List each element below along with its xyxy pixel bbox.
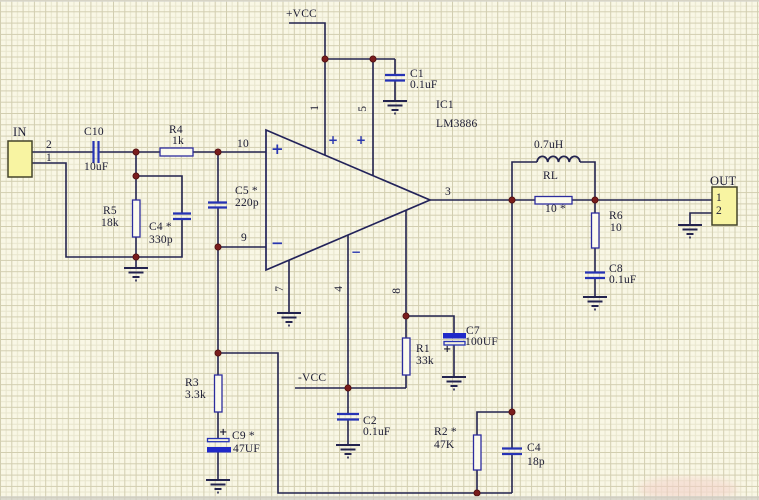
pin-label-10: 10 <box>237 138 249 150</box>
capacitor-c5 <box>208 201 227 209</box>
electrolytic-c7 <box>443 333 466 346</box>
negative-rail-label: -VCC <box>298 372 327 384</box>
resistor-r5 <box>131 199 141 238</box>
pin-label-9: 9 <box>241 232 247 244</box>
capacitor-c4-feedback <box>502 447 522 456</box>
component-ref-c5: C5 * <box>235 185 258 197</box>
resistor-r1 <box>401 337 411 376</box>
opamp-minus-input-mark: − <box>271 234 284 252</box>
component-value-l1: 0.7uH <box>534 139 564 151</box>
capacitor-c4-input <box>173 212 191 221</box>
component-value-c4-input: 330p <box>149 234 173 246</box>
resistor-r4 <box>159 147 194 157</box>
opamp-triangle <box>265 128 433 272</box>
c9-polarity-mark: + <box>219 427 228 438</box>
pin-label-4: 4 <box>333 285 346 292</box>
in-connector-label: IN <box>13 125 27 139</box>
component-ref-c4-feedback: C4 <box>527 442 541 454</box>
component-ref-r5: R5 <box>103 205 117 217</box>
component-value-c7: 100UF <box>465 336 498 348</box>
component-ref-r3: R3 <box>185 377 199 389</box>
component-ref-r4: R4 <box>169 124 183 136</box>
positive-rail-label: +VCC <box>286 8 317 20</box>
watermark-smudge <box>638 477 738 500</box>
pin-label-7: 7 <box>274 285 287 292</box>
pin-label-5: 5 <box>357 105 370 112</box>
component-value-c10: 10uF <box>84 161 109 173</box>
bottom-border <box>0 496 759 500</box>
in-pin-2-label: 2 <box>46 139 52 151</box>
out-pin-1-label: 1 <box>716 192 722 204</box>
component-value-rl: 10 * <box>545 203 566 215</box>
capacitor-c8 <box>585 271 605 280</box>
c7-polarity-mark: + <box>443 344 452 355</box>
in-connector-box <box>7 140 33 178</box>
component-value-r1: 33k <box>416 355 434 367</box>
resistor-rl <box>534 195 573 205</box>
component-ref-c2: C2 <box>363 415 377 427</box>
component-value-c9: 47UF <box>233 443 261 455</box>
capacitor-c1 <box>385 73 405 82</box>
component-ref-r6: R6 <box>609 210 623 222</box>
component-ref-c8: C8 <box>609 263 623 275</box>
component-ref-c10: C10 <box>84 126 104 138</box>
component-value-c4-feedback: 18p <box>527 456 545 468</box>
opamp-plus-supply-mark-2: + <box>356 133 367 147</box>
junction-dots <box>132 55 599 497</box>
capacitor-c10 <box>92 141 100 163</box>
opamp-plus-supply-mark-1: + <box>328 133 339 147</box>
out-connector-label: OUT <box>710 174 737 188</box>
component-value-c5: 220p <box>235 197 259 209</box>
out-connector-box <box>711 186 738 226</box>
in-pin-1-label: 1 <box>46 152 52 164</box>
component-value-c8: 0.1uF <box>609 274 637 286</box>
component-ref-r1: R1 <box>416 343 430 355</box>
component-value-c1: 0.1uF <box>410 79 438 91</box>
component-ref-r2: R2 * <box>434 426 457 438</box>
opamp-minus-supply-mark: − <box>351 245 362 259</box>
component-ref-c1: C1 <box>410 68 424 80</box>
component-value-r2: 47K <box>434 439 455 451</box>
opamp-plus-input-mark: + <box>271 140 284 158</box>
pin-label-1: 1 <box>309 104 322 111</box>
pin-label-8: 8 <box>391 287 404 294</box>
capacitor-c2 <box>337 412 359 421</box>
inductor-coil <box>536 155 581 163</box>
resistor-r3 <box>213 374 223 413</box>
opamp-ref-label: IC1 <box>436 99 454 111</box>
component-value-r4: 1k <box>172 135 184 147</box>
capacitor-plates <box>92 73 605 456</box>
pin-label-3: 3 <box>445 186 451 198</box>
component-value-r6: 10 <box>610 222 622 234</box>
resistor-bodies <box>131 147 600 471</box>
component-value-r3: 3.3k <box>185 389 206 401</box>
wires <box>32 22 712 494</box>
component-ref-rl: RL <box>543 170 559 182</box>
component-value-c2: 0.1uF <box>363 426 391 438</box>
electrolytic-c9 <box>206 437 231 453</box>
out-pin-2-label: 2 <box>716 205 722 217</box>
resistor-r2 <box>472 434 482 471</box>
opamp-part-label: LM3886 <box>436 118 478 130</box>
component-ref-c7: C7 <box>466 325 480 337</box>
component-value-r5: 18k <box>101 217 119 229</box>
resistor-r6 <box>590 212 600 249</box>
component-ref-c9: C9 * <box>232 430 255 442</box>
top-border <box>0 0 759 2</box>
component-ref-c4-input: C4 * <box>149 221 172 233</box>
